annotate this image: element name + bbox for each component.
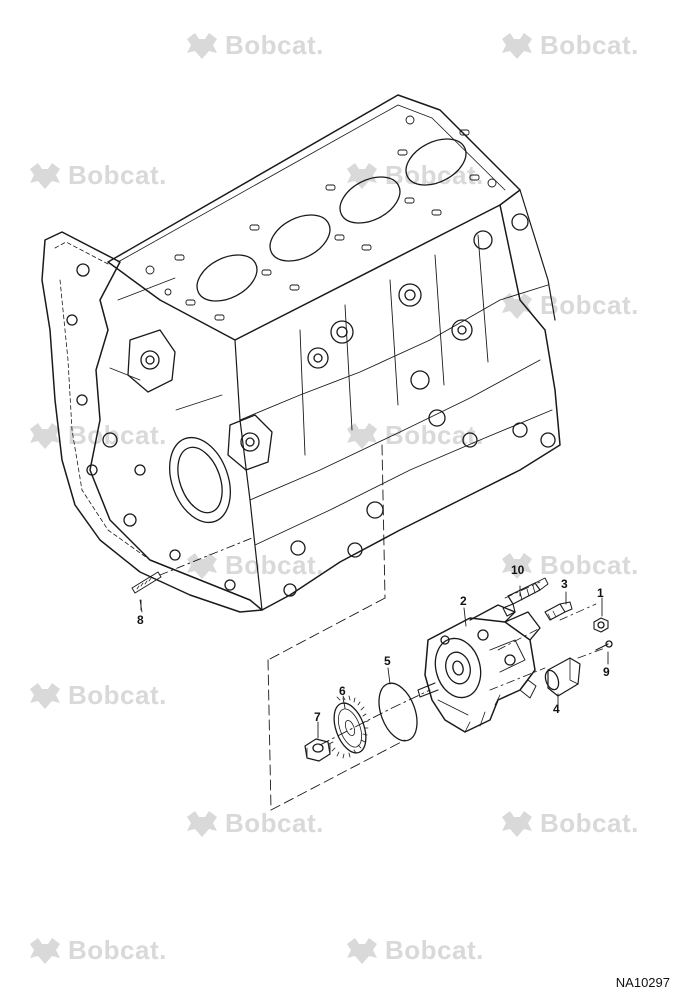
watermark: Bobcat. bbox=[500, 30, 639, 61]
engine-block bbox=[41, 94, 561, 613]
watermark-text: Bobcat. bbox=[225, 550, 324, 580]
watermark-text: Bobcat. bbox=[540, 550, 639, 580]
bobcat-logo-icon bbox=[347, 162, 377, 189]
fuel-pump-part-2 bbox=[417, 604, 541, 733]
bobcat-logo-icon bbox=[502, 810, 532, 837]
watermark: Bobcat. bbox=[500, 290, 639, 321]
bobcat-logo-icon bbox=[502, 32, 532, 59]
bobcat-logo-icon bbox=[30, 682, 60, 709]
actuator-centerline bbox=[489, 647, 606, 691]
watermark-text: Bobcat. bbox=[68, 680, 167, 710]
watermark-text: Bobcat. bbox=[385, 160, 484, 190]
bobcat-logo-icon bbox=[187, 552, 217, 579]
watermark-text: Bobcat. bbox=[385, 935, 484, 965]
watermark: Bobcat. bbox=[185, 550, 324, 581]
bobcat-logo-icon bbox=[30, 422, 60, 449]
o-ring-part-5 bbox=[378, 682, 418, 742]
watermark: Bobcat. bbox=[345, 160, 484, 191]
callout-leaders bbox=[140, 585, 609, 739]
bobcat-logo-icon bbox=[187, 32, 217, 59]
sensor-centerline bbox=[497, 603, 597, 651]
bobcat-logo-icon bbox=[30, 937, 60, 964]
bobcat-logo-icon bbox=[502, 552, 532, 579]
callout-6: 6 bbox=[339, 684, 346, 698]
callout-9: 9 bbox=[603, 665, 610, 679]
watermark-text: Bobcat. bbox=[68, 935, 167, 965]
watermark: Bobcat. bbox=[28, 680, 167, 711]
bobcat-logo-icon bbox=[347, 422, 377, 449]
bobcat-logo-icon bbox=[502, 292, 532, 319]
watermark-text: Bobcat. bbox=[68, 160, 167, 190]
watermark-text: Bobcat. bbox=[68, 420, 167, 450]
bobcat-logo-icon bbox=[30, 162, 60, 189]
callout-2: 2 bbox=[460, 594, 467, 608]
bobcat-logo-icon bbox=[187, 810, 217, 837]
watermark-text: Bobcat. bbox=[225, 808, 324, 838]
bobcat-logo-icon bbox=[347, 937, 377, 964]
gear-part-6 bbox=[328, 695, 369, 759]
nut-part-7 bbox=[304, 738, 331, 762]
actuator-part-4 bbox=[544, 657, 581, 697]
nut-part-1 bbox=[593, 617, 609, 633]
callout-8: 8 bbox=[137, 613, 144, 627]
figure-id: NA10297 bbox=[615, 975, 670, 990]
watermark-text: Bobcat. bbox=[540, 30, 639, 60]
callout-3: 3 bbox=[561, 577, 568, 591]
callout-7: 7 bbox=[314, 710, 321, 724]
valve-part-10 bbox=[502, 577, 549, 617]
watermark: Bobcat. bbox=[500, 808, 639, 839]
watermark-text: Bobcat. bbox=[225, 30, 324, 60]
stud-leader-line bbox=[159, 537, 253, 576]
watermark-text: Bobcat. bbox=[540, 290, 639, 320]
callout-10: 10 bbox=[511, 563, 525, 577]
stud-part-8 bbox=[131, 571, 162, 613]
valve-centerline bbox=[504, 581, 541, 599]
callout-4: 4 bbox=[553, 702, 560, 716]
watermark: Bobcat. bbox=[185, 30, 324, 61]
sensor-part-3 bbox=[544, 601, 573, 621]
watermark: Bobcat. bbox=[345, 935, 484, 966]
callout-1: 1 bbox=[597, 586, 604, 600]
watermark: Bobcat. bbox=[28, 160, 167, 191]
pump-centerline bbox=[319, 689, 431, 746]
watermark-text: Bobcat. bbox=[540, 808, 639, 838]
watermark: Bobcat. bbox=[500, 550, 639, 581]
watermark: Bobcat. bbox=[185, 808, 324, 839]
watermark: Bobcat. bbox=[28, 420, 167, 451]
screw-part-9 bbox=[595, 640, 613, 651]
callout-5: 5 bbox=[384, 654, 391, 668]
watermark: Bobcat. bbox=[28, 935, 167, 966]
assembly-boundary bbox=[267, 444, 406, 811]
